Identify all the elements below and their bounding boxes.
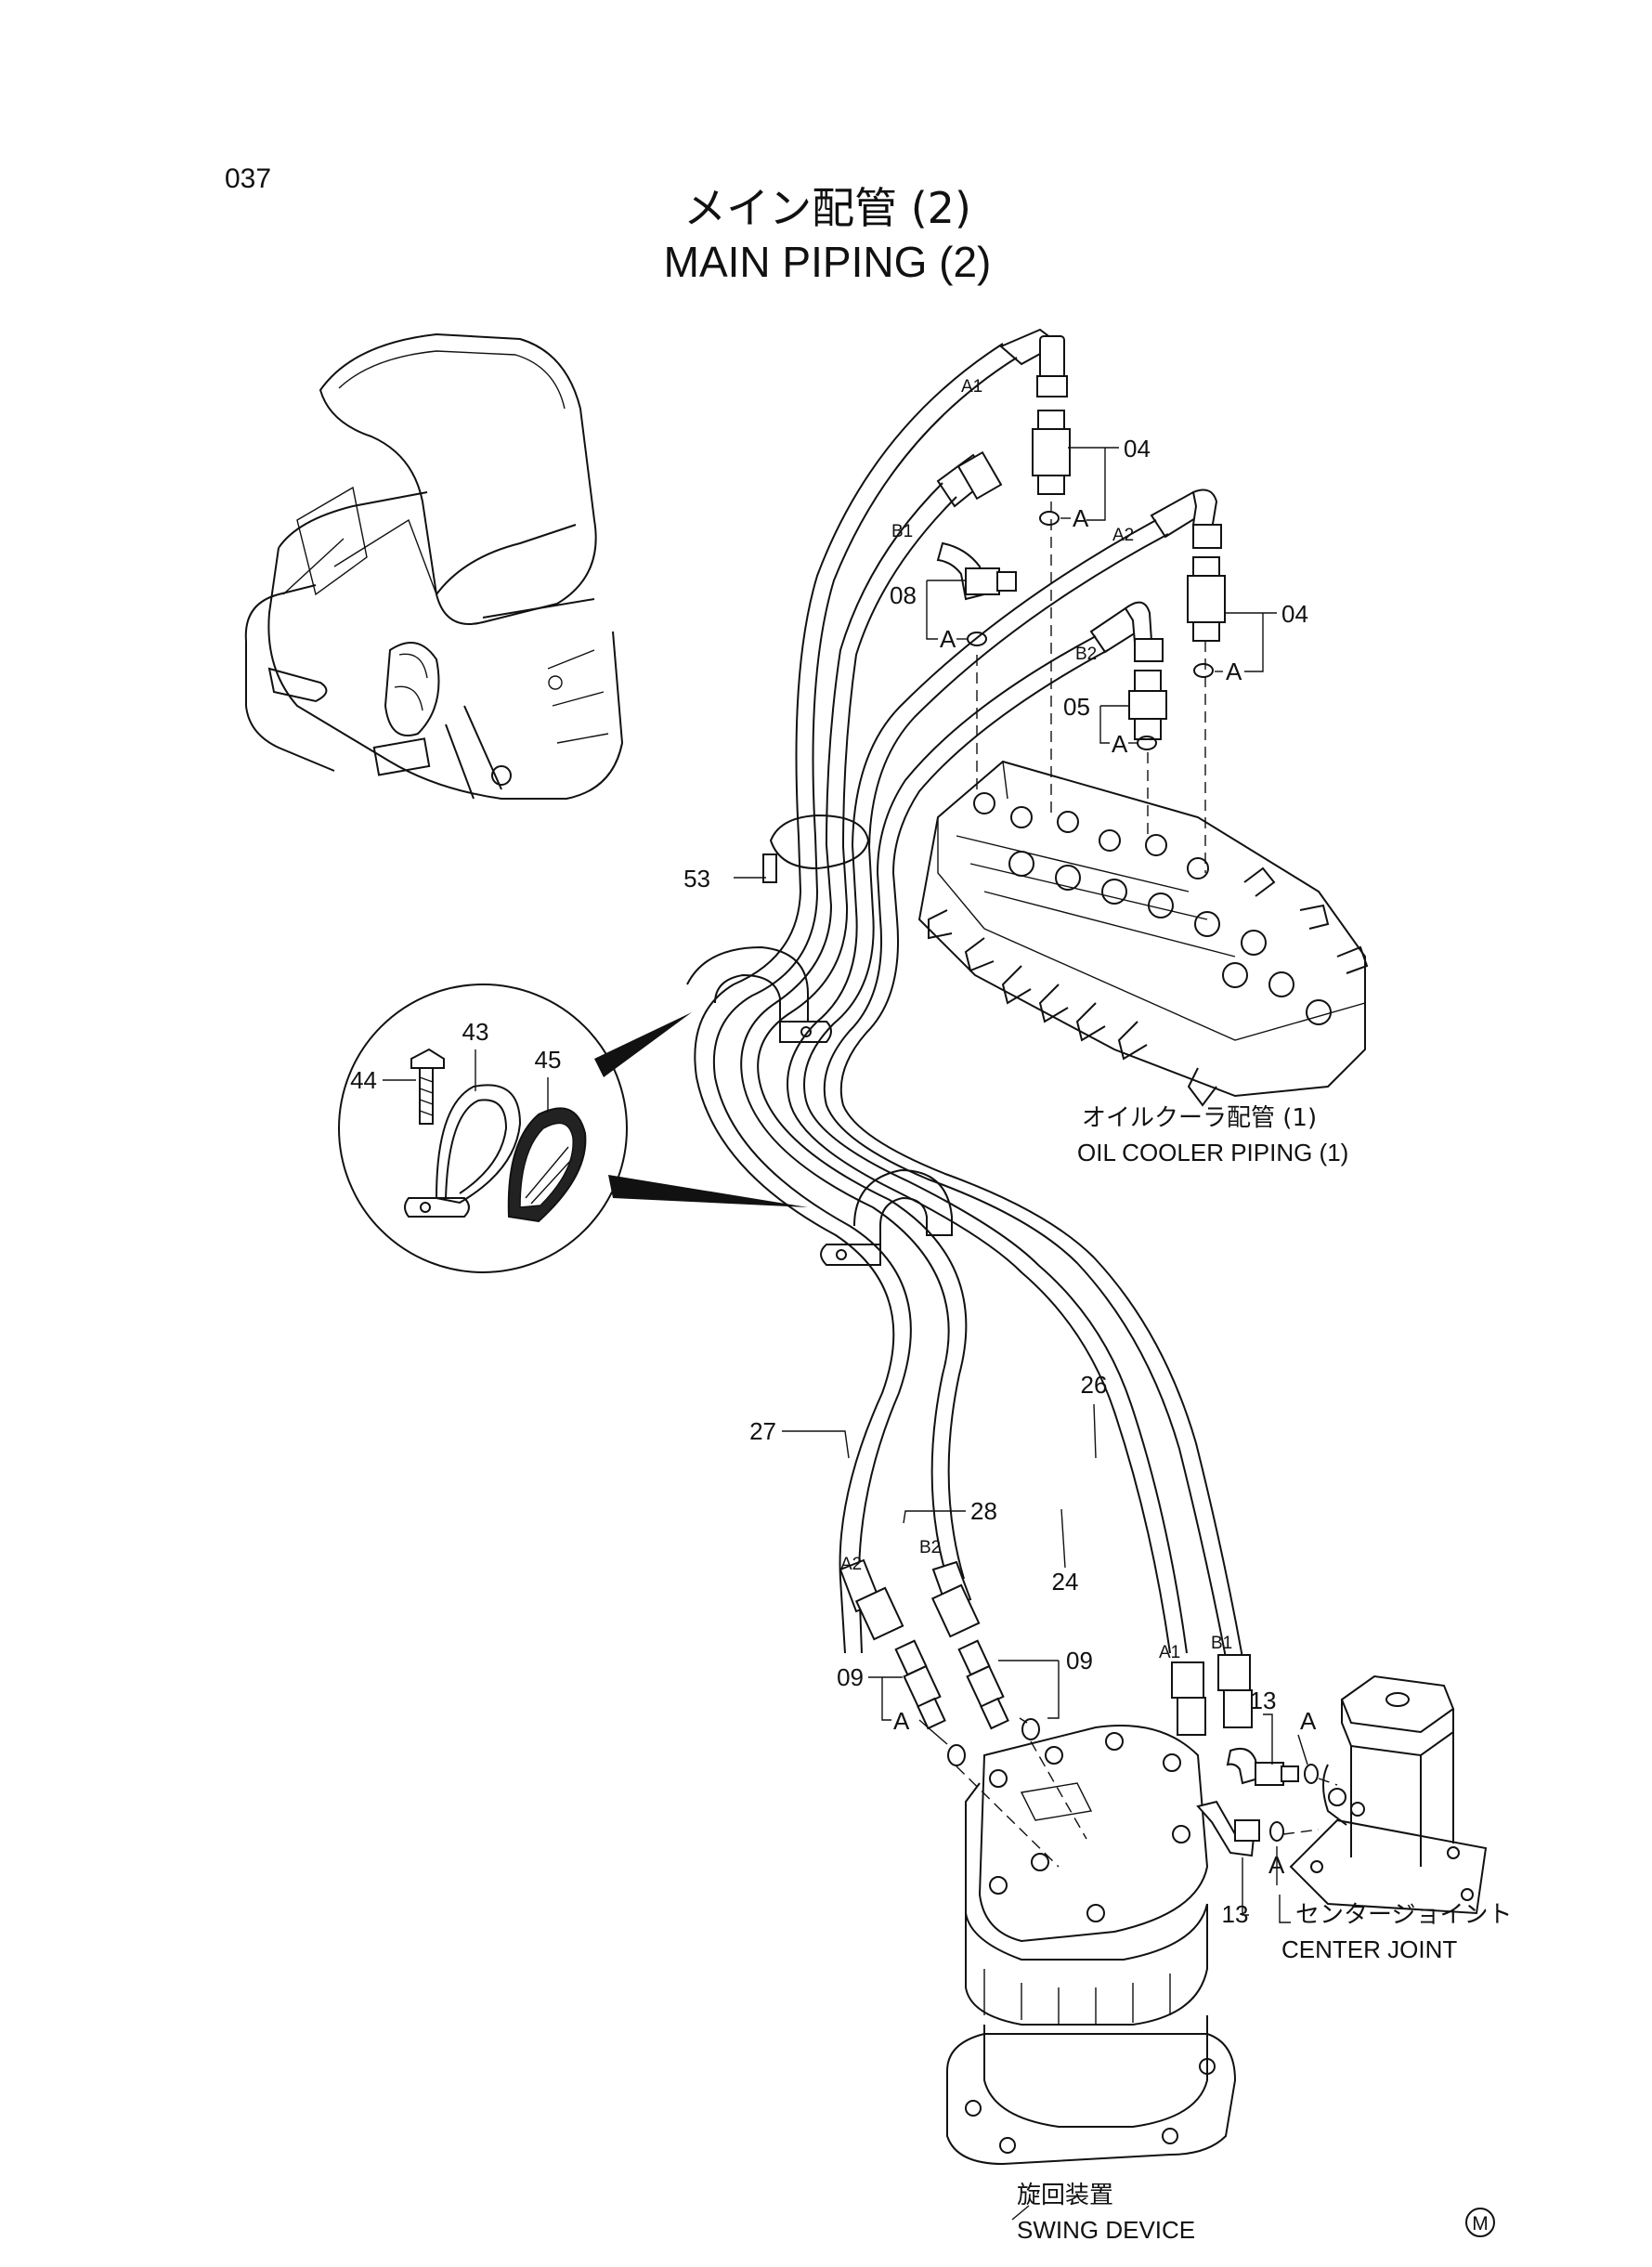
o-ring-a-09-left bbox=[947, 1744, 966, 1766]
adapter-04-upper bbox=[1032, 410, 1071, 495]
corner-mark-letter: M bbox=[1472, 2213, 1489, 2234]
fitting-top-b1 bbox=[936, 450, 1003, 508]
clamp-53 bbox=[762, 814, 870, 883]
o-ring-a-09-right bbox=[1021, 1718, 1040, 1740]
part-label-45: 45 bbox=[535, 1046, 562, 1074]
title-english: MAIN PIPING (2) bbox=[664, 238, 992, 286]
fitting-top-b2 bbox=[1089, 601, 1164, 662]
o-ring-a-upper bbox=[1039, 511, 1060, 526]
port-label-b1-top: B1 bbox=[891, 522, 913, 541]
part-label-43: 43 bbox=[462, 1018, 489, 1046]
port-label-a1-bottom: A1 bbox=[1159, 1643, 1180, 1662]
clamp-band-43 bbox=[404, 1084, 522, 1218]
adapter-09-left bbox=[894, 1639, 946, 1730]
title-japanese: メイン配管 (2) bbox=[683, 183, 971, 233]
center-joint-label-jp: センタージョイント bbox=[1295, 1901, 1512, 1929]
part-label-28: 28 bbox=[970, 1497, 997, 1525]
part-label-13-upper: 13 bbox=[1250, 1687, 1277, 1714]
part-label-08: 08 bbox=[890, 581, 917, 609]
oring-label-a-13-upper: A bbox=[1300, 1707, 1317, 1735]
oring-label-a-04-lower: A bbox=[1226, 658, 1242, 685]
o-ring-a-lower bbox=[1193, 663, 1214, 678]
excavator-overview-icon bbox=[244, 332, 624, 800]
elbow-08 bbox=[936, 541, 1017, 601]
part-label-53: 53 bbox=[683, 865, 710, 892]
elbow-13-upper bbox=[1226, 1748, 1299, 1786]
swing-device-label-en: SWING DEVICE bbox=[1017, 2216, 1195, 2244]
part-label-13-lower: 13 bbox=[1222, 1900, 1249, 1928]
port-label-b1-bottom: B1 bbox=[1211, 1634, 1232, 1653]
port-label-a2-top: A2 bbox=[1112, 526, 1134, 545]
rubber-cushion-45 bbox=[507, 1107, 587, 1223]
adapter-05 bbox=[1128, 670, 1167, 740]
part-label-04-lower: 04 bbox=[1281, 600, 1308, 628]
center-joint bbox=[1289, 1674, 1488, 1915]
swing-device-motor bbox=[946, 1725, 1237, 2166]
port-label-a2-bottom: A2 bbox=[840, 1555, 862, 1574]
valve-plungers bbox=[928, 866, 1369, 1107]
valve-spools bbox=[973, 792, 1332, 1025]
hose-end-a2-bottom bbox=[839, 1558, 904, 1641]
adapter-09-right bbox=[957, 1639, 1009, 1730]
fitting-top-a1-elbow bbox=[999, 328, 1068, 397]
oil-cooler-label-en: OIL COOLER PIPING (1) bbox=[1077, 1139, 1348, 1166]
oring-label-a-13-lower: A bbox=[1268, 1851, 1285, 1879]
clamp-upper-saddle bbox=[686, 945, 832, 1043]
o-ring-a-13-lower bbox=[1269, 1821, 1284, 1842]
hose-end-a1-bottom bbox=[1171, 1661, 1206, 1736]
center-joint-label-en: CENTER JOINT bbox=[1281, 1935, 1457, 1963]
part-label-05: 05 bbox=[1063, 693, 1090, 721]
bolt-44 bbox=[410, 1048, 445, 1125]
clamp-lower-saddle bbox=[820, 1168, 953, 1266]
port-label-b2-top: B2 bbox=[1075, 645, 1097, 664]
port-label-b2-bottom: B2 bbox=[919, 1538, 941, 1557]
hose-end-b1-bottom bbox=[1217, 1654, 1253, 1728]
clamp-detail-circle bbox=[338, 984, 808, 1273]
hose-bundle bbox=[694, 343, 1243, 1659]
port-label-a1-top: A1 bbox=[961, 377, 982, 397]
o-ring-a-13-upper bbox=[1304, 1764, 1319, 1784]
fitting-top-a2 bbox=[1150, 489, 1222, 549]
part-label-26: 26 bbox=[1081, 1371, 1108, 1399]
corner-mark: M bbox=[1465, 2208, 1495, 2237]
oring-label-a-08: A bbox=[940, 625, 956, 653]
oring-label-a-04-upper: A bbox=[1073, 504, 1089, 532]
part-label-27: 27 bbox=[749, 1417, 776, 1445]
control-valve-block bbox=[917, 760, 1369, 1107]
oring-label-a-05: A bbox=[1112, 730, 1128, 758]
oring-label-a-09: A bbox=[893, 1707, 910, 1735]
page-number: 037 bbox=[225, 163, 271, 194]
elbow-13-lower bbox=[1196, 1800, 1260, 1857]
part-label-09-right: 09 bbox=[1066, 1647, 1093, 1674]
part-label-24: 24 bbox=[1052, 1568, 1079, 1596]
part-label-09-left: 09 bbox=[837, 1663, 864, 1691]
part-label-04-upper: 04 bbox=[1124, 435, 1151, 463]
oil-cooler-label-jp: オイルクーラ配管 (1) bbox=[1082, 1104, 1317, 1132]
leader-lines bbox=[383, 447, 1308, 2221]
part-label-44: 44 bbox=[350, 1066, 377, 1094]
adapter-04-lower bbox=[1187, 556, 1226, 642]
hose-end-b2-bottom bbox=[930, 1560, 981, 1638]
swing-device-label-jp: 旋回装置 bbox=[1017, 2182, 1113, 2209]
